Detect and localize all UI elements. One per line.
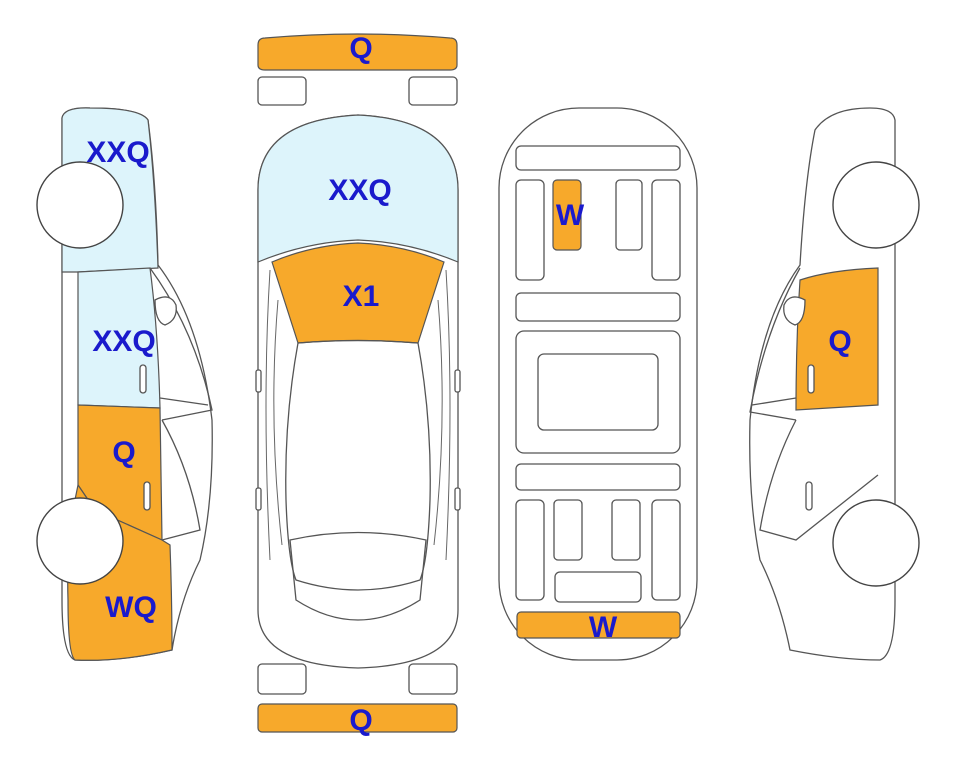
right-door-label: Q [828, 325, 851, 358]
left-front-wheel [36, 497, 124, 585]
trunk-label: W [556, 199, 585, 232]
left-taillight [257, 663, 307, 695]
right-rear-wheel [832, 499, 920, 587]
left-headlight [257, 76, 307, 106]
left-door-label: Q [112, 436, 135, 469]
rear-bumper-label: Q [349, 704, 372, 737]
left-rear-wheel [36, 161, 124, 249]
hood-label: X1 [343, 280, 380, 313]
windshield-panel[interactable] [257, 114, 459, 263]
roof-outline [285, 339, 431, 591]
trunk-panel[interactable] [552, 179, 582, 251]
front-bumper-label: Q [349, 32, 372, 65]
right-headlight [408, 76, 458, 106]
car-underside-view: W W [498, 107, 698, 661]
left-fender-label: WQ [105, 591, 157, 624]
right-taillight [408, 663, 458, 695]
rear-sill-panel[interactable] [516, 611, 681, 639]
right-front-wheel [832, 161, 920, 249]
rear-window-outline [289, 531, 427, 621]
front-bumper-panel[interactable] [257, 33, 458, 71]
left-roof-label: XXQ [86, 136, 149, 169]
windshield-label: XXQ [328, 174, 391, 207]
car-left-side-view: XXQ XXQ Q WQ [36, 107, 213, 661]
left-window-label: XXQ [92, 325, 155, 358]
car-right-side-view: Q [749, 107, 920, 661]
rear-bumper-panel[interactable] [257, 703, 458, 733]
rear-sill-label: W [589, 611, 618, 644]
car-top-view: Q XXQ X1 Q [255, 32, 461, 737]
